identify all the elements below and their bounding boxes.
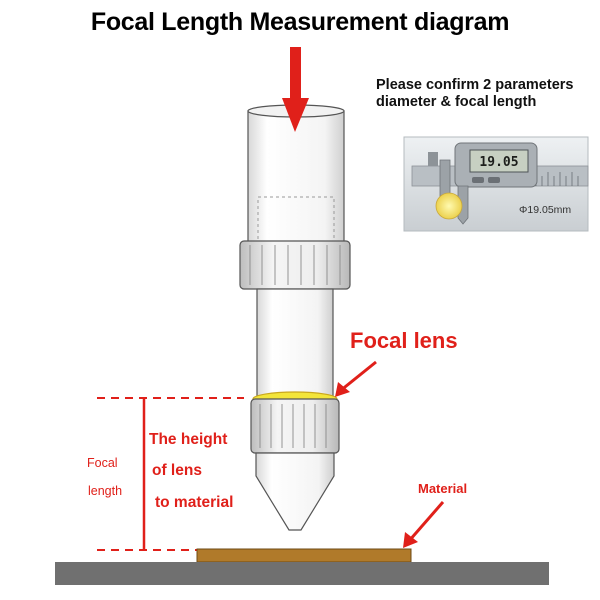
caliper-readout: 19.05 (479, 155, 518, 170)
nozzle (255, 452, 335, 531)
focal-length-label-line-1: Focal (87, 456, 118, 470)
note-line-1: Please confirm 2 parameters (376, 77, 574, 93)
diagram-title: Focal Length Measurement diagram (90, 8, 510, 36)
height-label-line-2: of lens (152, 462, 202, 479)
measured-lens (435, 192, 463, 220)
height-label-line-3: to material (155, 494, 234, 511)
focal-lens-arrow (335, 360, 377, 397)
lower-tube (256, 288, 334, 400)
height-label-line-1: The height (149, 431, 228, 448)
work-bed (55, 562, 549, 585)
focal-length-dimension (97, 397, 244, 551)
material-slab (196, 548, 412, 563)
caliper-photo (403, 136, 589, 232)
laser-beam-arrow (282, 47, 309, 132)
upper-tube (247, 110, 345, 250)
focal-lens-label: Focal lens (350, 328, 458, 353)
lower-ring-knurl (259, 404, 327, 448)
focal-length-label-line-2: length (88, 484, 123, 498)
material-arrow (403, 501, 445, 548)
upper-ring (239, 240, 351, 290)
upper-ring-knurl (249, 245, 341, 285)
diameter-label: Φ19.05mm (519, 204, 571, 216)
note-line-2: diameter & focal length (376, 94, 537, 110)
laser-head (239, 104, 351, 531)
material-label: Material (418, 481, 468, 496)
